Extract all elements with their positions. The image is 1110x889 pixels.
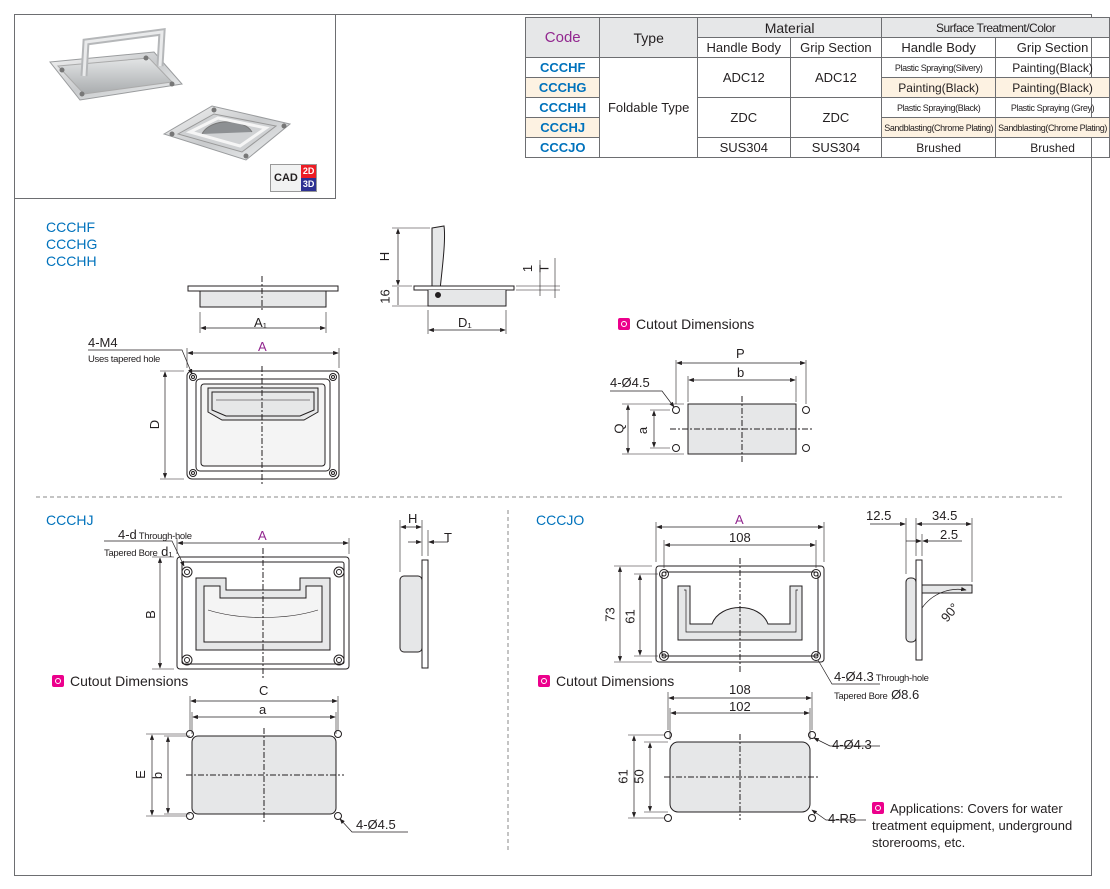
cutout-marker-icon (52, 675, 64, 687)
dim-h-2: H (408, 511, 418, 526)
surface-body-cell: Painting(Black) (881, 77, 997, 98)
through-hole-note: Through-hole (138, 531, 192, 542)
ccchf-side-view (187, 276, 339, 333)
tapered-bore-d86: Tapered Bore Ø8.6 (834, 688, 919, 702)
ccchj-front-view (104, 538, 350, 678)
cad-2d-label: 2D (300, 165, 317, 178)
section3-code: CCCJO (536, 512, 585, 528)
dim-61: 61 (622, 609, 638, 624)
section2-code: CCCHJ (46, 512, 94, 528)
cutout-title-text: Cutout Dimensions (636, 316, 755, 332)
code-cell[interactable]: CCCHF (524, 57, 601, 78)
hole-4d-text: 4-d (118, 527, 137, 542)
dim-1: 1 (520, 264, 536, 273)
type-cell: Foldable Type (599, 57, 698, 158)
tapered-bore-note: Tapered Bore (104, 548, 158, 559)
dim-108: 108 (729, 530, 751, 545)
surface-grip-cell: Brushed (995, 137, 1110, 158)
dim-p: P (736, 346, 745, 361)
dim-d: D (147, 419, 163, 430)
material-body-cell: ADC12 (696, 57, 791, 98)
dim-q: Q (611, 423, 627, 434)
cccjo-cutout (628, 692, 880, 822)
section1-code-3: CCCHH (46, 253, 97, 269)
ccchj-side-view (399, 520, 448, 669)
cutout-title-3: Cutout Dimensions (538, 674, 674, 688)
cutout-title-text: Cutout Dimensions (70, 673, 189, 689)
drawing-frame (14, 14, 1092, 876)
hole-d43-cut: 4-Ø4.3 (832, 737, 872, 752)
dim-a-3: a (259, 702, 267, 717)
dim-e: E (132, 770, 148, 779)
type-header: Type (599, 17, 698, 58)
dim-61-cut: 61 (615, 769, 631, 784)
tapered-bore-d1: Tapered Bore d₁ (104, 545, 173, 559)
applications-note: Applications: Covers for water treatment… (872, 800, 1082, 851)
cccjo-front-view (614, 522, 880, 685)
dim-b: b (737, 365, 745, 380)
dim-102: 102 (729, 699, 751, 714)
dim-b-2: B (142, 610, 158, 619)
dim-a-4: A (735, 512, 744, 527)
hole-d45-2: 4-Ø4.5 (356, 817, 396, 832)
dim-t-2: T (444, 530, 452, 545)
material-body-cell: SUS304 (696, 137, 791, 158)
dim-16: 16 (377, 289, 393, 304)
tapered-hole-note: Uses tapered hole (88, 354, 161, 365)
cccjo-side-view (870, 518, 973, 661)
section1-code-1: CCCHF (46, 219, 95, 235)
code-cell[interactable]: CCCJO (524, 137, 601, 158)
ccchj-cutout (146, 696, 408, 833)
applications-text: Applications: Covers for water treatment… (872, 801, 1073, 850)
radius-r5: 4-R5 (828, 811, 857, 826)
cutout-title-text: Cutout Dimensions (556, 673, 675, 689)
dim-73: 73 (602, 607, 618, 622)
material-grip-cell: ADC12 (789, 57, 883, 98)
material-grip-cell: SUS304 (789, 137, 883, 158)
surface-header: Surface Treatment/Color (881, 17, 1110, 38)
tapered-bore-note: Tapered Bore (834, 691, 888, 702)
dim-c: C (259, 683, 269, 698)
material-header: Material (696, 17, 883, 38)
dim-12-5: 12.5 (866, 508, 892, 523)
spec-table: Code Type Material Surface Treatment/Col… (524, 17, 1110, 158)
dim-a-2: A (258, 528, 267, 543)
cutout-marker-icon (538, 675, 550, 687)
ccchf-front-view (88, 348, 340, 484)
hole-d43-text: 4-Ø4.3 (834, 669, 874, 684)
cutout-marker-icon (618, 318, 630, 330)
applications-marker-icon (872, 802, 884, 814)
dim-a1: A₁ (254, 315, 268, 330)
hole-d45: 4-Ø4.5 (610, 375, 650, 390)
cad-3d-label: 3D (300, 178, 317, 191)
d1-text: d₁ (161, 544, 173, 559)
dim-50: 50 (631, 769, 647, 784)
d86-text: Ø8.6 (891, 687, 920, 702)
dim-h: H (377, 251, 393, 262)
cutout-title-2: Cutout Dimensions (52, 674, 188, 688)
ccchf-section-view (392, 225, 560, 334)
dim-a-small: a (635, 426, 651, 435)
product-photo (49, 27, 292, 161)
dim-34-5: 34.5 (932, 508, 958, 523)
dim-b-3: b (150, 771, 166, 780)
cad-badge[interactable]: CAD 2D 3D (270, 164, 318, 192)
hole-m4: 4-M4 (88, 335, 118, 350)
dim-t: T (536, 264, 552, 273)
dim-d1: D₁ (458, 315, 472, 330)
through-hole-note: Through-hole (875, 673, 929, 684)
dim-108-cut: 108 (729, 682, 751, 697)
section1-code-2: CCCHG (46, 236, 98, 252)
cad-label: CAD (271, 165, 301, 191)
cutout-title-1: Cutout Dimensions (618, 317, 754, 331)
dim-2-5: 2.5 (940, 527, 959, 542)
dim-a: A (258, 339, 267, 354)
product-photo-panel (14, 14, 336, 199)
ccchf-cutout (610, 360, 812, 462)
